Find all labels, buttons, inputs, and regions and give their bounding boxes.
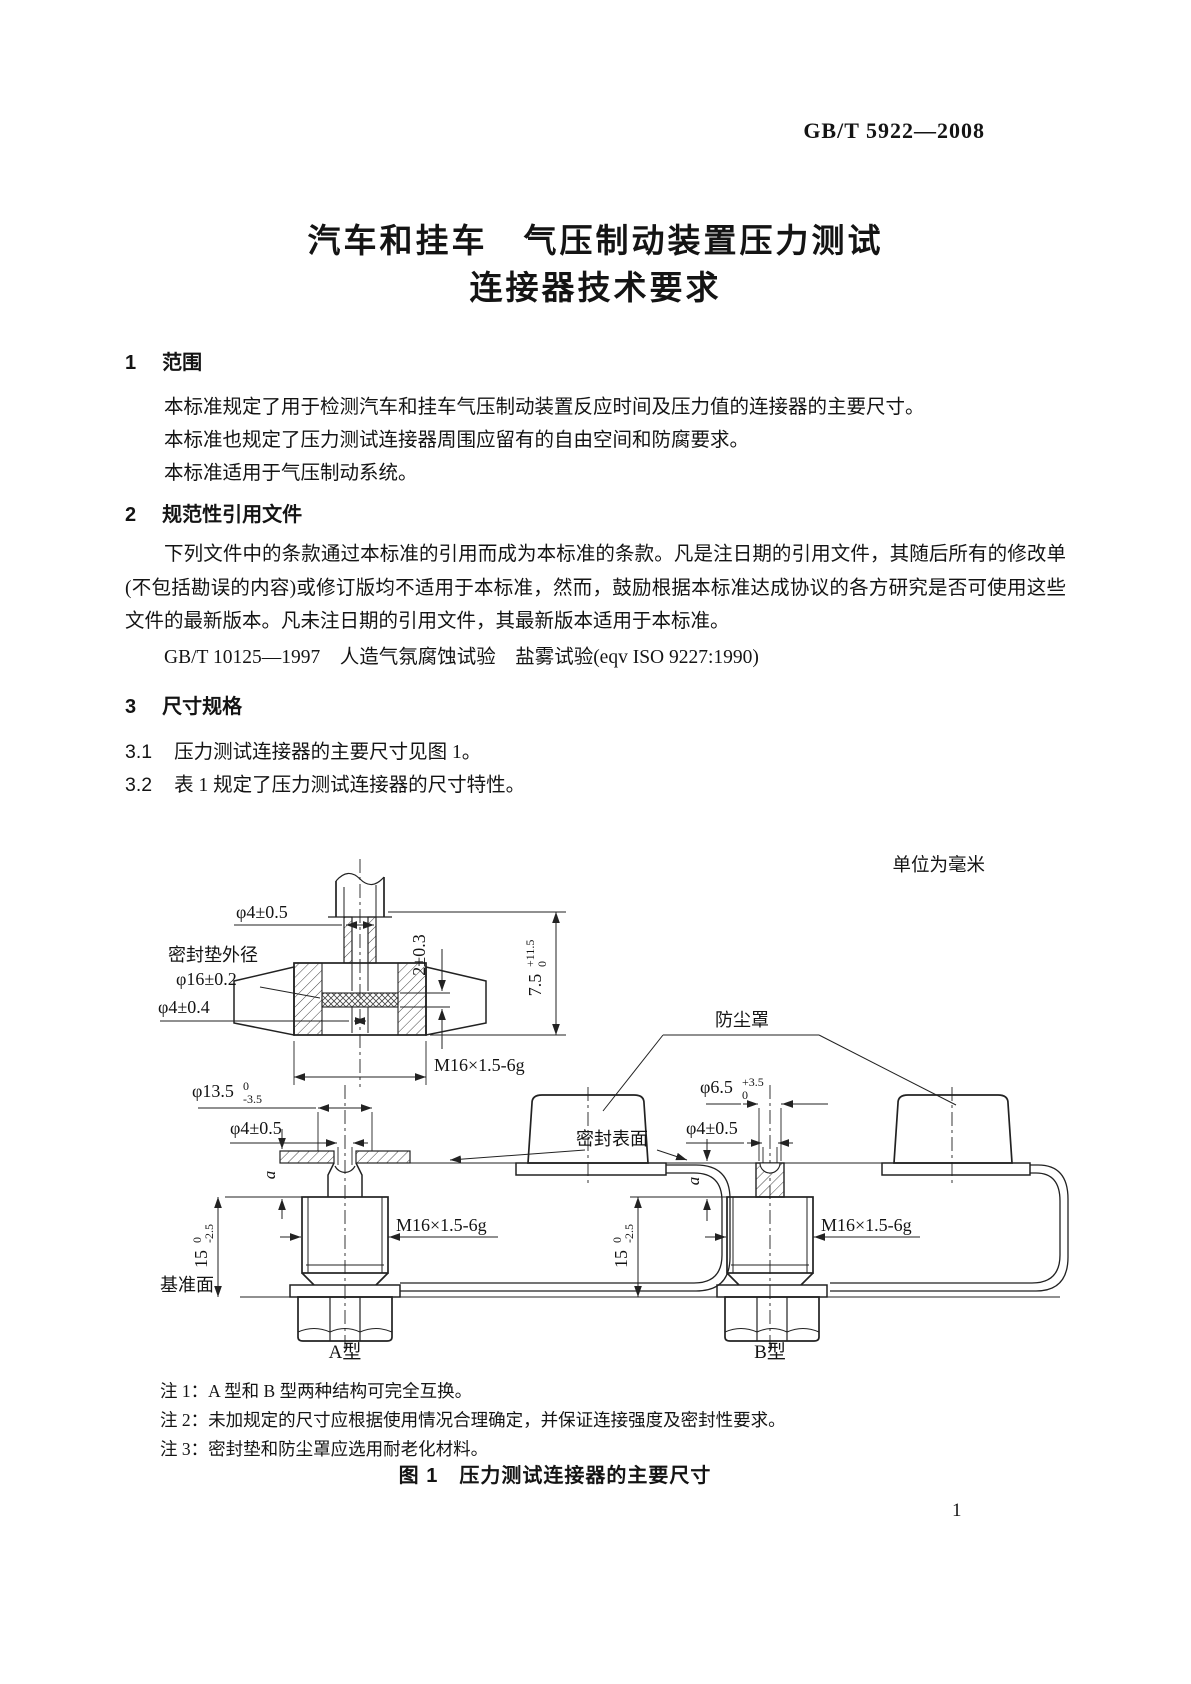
seal-surface-leader-a xyxy=(449,1149,586,1164)
figure-note-2: 注 2：未加规定的尺寸应根据使用情况合理确定，并保证连接强度及密封性要求。 xyxy=(160,1410,786,1430)
dim-phi16-02: φ16±0.2 xyxy=(176,969,237,989)
type-b-washer xyxy=(716,1284,828,1298)
section-2-heading: 2 规范性引用文件 xyxy=(125,498,302,527)
type-a-drawing xyxy=(198,1085,731,1353)
section-1-paragraph-2: 本标准也规定了压力测试连接器周围应留有的自由空间和防腐要求。 xyxy=(164,430,750,451)
type-b-drawing xyxy=(449,1085,1069,1353)
section-2-reference: GB/T 10125—1997 人造气氛腐蚀试验 盐雾试验(eqv ISO 92… xyxy=(164,647,759,668)
type-b-labels: φ6.5 +3.5 0 密封表面 φ4±0.5 a 15 0 -2.5 M16×… xyxy=(576,1075,912,1363)
section-2-number: 2 xyxy=(125,504,137,526)
funnel-cup-a xyxy=(334,1165,356,1174)
detail-section-drawing xyxy=(160,859,566,1087)
dim-2-03: 2±0.3 xyxy=(409,934,429,975)
svg-text:0: 0 xyxy=(742,1088,748,1102)
dust-cap-leaders xyxy=(602,1034,957,1112)
svg-text:0: 0 xyxy=(535,961,549,967)
type-b-strap xyxy=(830,1164,1069,1292)
label-seal-washer-od: 密封垫外径 xyxy=(168,945,258,965)
label-type-a: A型 xyxy=(329,1341,362,1363)
section-3-title: 尺寸规格 xyxy=(162,696,243,718)
svg-text:7.5: 7.5 xyxy=(525,974,545,997)
type-b-body xyxy=(726,1196,814,1274)
label-dust-cap: 防尘罩 xyxy=(715,1010,769,1030)
section-1-number: 1 xyxy=(125,352,137,374)
funnel-cup-b xyxy=(759,1162,781,1174)
section-3-number: 3 xyxy=(125,696,137,718)
seal-washer-section xyxy=(321,992,399,1008)
dim-m16-a: M16×1.5-6g xyxy=(396,1215,487,1235)
dim-15-a: 15 0 -2.5 xyxy=(190,1224,216,1268)
document-title-line2: 连接器技术要求 xyxy=(469,269,722,306)
clause-3-2-number: 3.2 xyxy=(125,774,153,796)
figure-note-3: 注 3：密封垫和防尘罩应选用耐老化材料。 xyxy=(160,1439,489,1459)
dim-phi4-b: φ4±0.5 xyxy=(686,1118,738,1138)
section-1-paragraph-3: 本标准适用于气压制动系统。 xyxy=(164,463,418,484)
dim-phi6-5: φ6.5 xyxy=(700,1077,733,1097)
dim-15-b: 15 0 -2.5 xyxy=(610,1224,636,1268)
svg-text:-3.5: -3.5 xyxy=(243,1092,262,1106)
type-a-dust-cap xyxy=(527,1094,649,1164)
hex-wing-right xyxy=(425,966,487,1036)
dim-7-5: 7.5 +11.5 0 xyxy=(523,940,549,997)
clause-3-2-text: 表 1 规定了压力测试连接器的尺寸特性。 xyxy=(174,775,526,796)
svg-text:15: 15 xyxy=(191,1250,211,1268)
document-title-line1: 汽车和挂车 气压制动装置压力测试 xyxy=(307,222,884,259)
label-type-b: B型 xyxy=(754,1341,786,1363)
hex-wing-left xyxy=(233,966,295,1036)
figure-note-1: 注 1：A 型和 B 型两种结构可完全互换。 xyxy=(160,1381,473,1401)
type-a-hex-nut xyxy=(297,1296,393,1342)
svg-text:+3.5: +3.5 xyxy=(742,1075,764,1089)
figure-1-drawing: φ4±0.5 密封垫外径 φ16±0.2 φ4±0.4 2±0.3 7.5 +1… xyxy=(158,859,1069,1363)
dim-phi4-a: φ4±0.5 xyxy=(230,1118,282,1138)
section-2-paragraph: 下列文件中的条款通过本标准的引用而成为本标准的条款。凡是注日期的引用文件，其随后… xyxy=(125,544,1066,632)
clause-3-1-number: 3.1 xyxy=(125,741,153,763)
type-a-strap xyxy=(400,1164,731,1292)
figure-1-caption: 图 1 压力测试连接器的主要尺寸 xyxy=(398,1465,712,1487)
page-number: 1 xyxy=(952,1500,962,1521)
stem-wall-right xyxy=(367,916,377,964)
dim-a-typeA: a xyxy=(260,1171,279,1180)
type-a-body xyxy=(301,1196,389,1274)
seal-surface-leader-b xyxy=(656,1149,688,1161)
type-b-dust-cap xyxy=(893,1094,1013,1164)
dim-phi4-05-top: φ4±0.5 xyxy=(236,902,288,922)
standard-number: GB/T 5922—2008 xyxy=(803,118,985,143)
type-a-labels: φ13.5 0 -3.5 φ4±0.5 a 15 0 -2.5 M16×1.5-… xyxy=(160,1079,487,1363)
section-1-title: 范围 xyxy=(162,352,203,374)
section-3-heading: 3 尺寸规格 xyxy=(125,690,242,719)
dim-m16-detail: M16×1.5-6g xyxy=(434,1055,525,1075)
seal-plate-left xyxy=(279,1150,335,1164)
svg-text:0: 0 xyxy=(243,1079,249,1093)
tube-break-line xyxy=(335,872,385,886)
section-1-heading: 1 范围 xyxy=(125,346,202,375)
dim-m16-b: M16×1.5-6g xyxy=(821,1215,912,1235)
seal-plate-right xyxy=(355,1150,411,1164)
label-seal-surface: 密封表面 xyxy=(576,1129,648,1149)
svg-text:+11.5: +11.5 xyxy=(523,940,537,967)
unit-note: 单位为毫米 xyxy=(892,856,985,876)
clause-3-1-text: 压力测试连接器的主要尺寸见图 1。 xyxy=(174,742,482,763)
dim-phi4-04: φ4±0.4 xyxy=(158,997,210,1017)
dim-a-typeB: a xyxy=(684,1177,703,1186)
clause-3-2: 3.2 表 1 规定了压力测试连接器的尺寸特性。 xyxy=(125,768,525,797)
dim-phi13-5: φ13.5 xyxy=(192,1081,234,1101)
section-2-title: 规范性引用文件 xyxy=(162,504,303,526)
clause-3-1: 3.1 压力测试连接器的主要尺寸见图 1。 xyxy=(125,735,481,764)
stem-wall-left xyxy=(343,916,353,964)
svg-text:15: 15 xyxy=(611,1250,631,1268)
section-1-paragraph-1: 本标准规定了用于检测汽车和挂车气压制动装置反应时间及压力值的连接器的主要尺寸。 xyxy=(164,397,925,418)
svg-text:0: 0 xyxy=(610,1237,624,1243)
label-datum-plane: 基准面 xyxy=(160,1275,214,1295)
type-b-hex-nut xyxy=(724,1296,820,1342)
svg-text:-2.5: -2.5 xyxy=(202,1224,216,1243)
svg-text:0: 0 xyxy=(190,1237,204,1243)
svg-text:-2.5: -2.5 xyxy=(622,1224,636,1243)
